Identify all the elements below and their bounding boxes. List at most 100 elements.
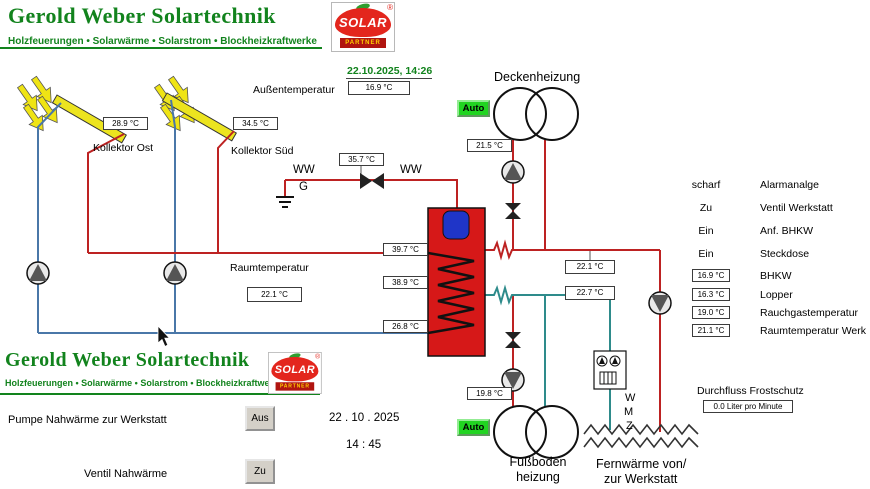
status-label-steckdose: Steckdose [760,248,810,260]
valve-fussboden [505,332,521,348]
ventil-nahwaerme-button[interactable]: Zu [245,459,275,484]
kollektor-sued-value: 34.5 °C [233,117,278,130]
pump-kollektor-ost [26,261,50,285]
header-top: Gerold Weber Solartechnik Holzfeuerungen… [8,3,317,47]
header-bottom: Gerold Weber Solartechnik Holzfeuerungen… [5,349,283,388]
buffer-tank [427,207,486,357]
datetime-top: 22.10.2025, 14:26 [347,65,433,77]
header-divider [0,47,322,49]
ventil-nahwaerme-label: Ventil Nahwärme [84,468,168,480]
raumtemperatur-value: 22.1 °C [247,287,302,302]
fernwaerme-label-1: Fernwärme von/ [596,457,687,471]
pipe-ww [285,179,458,209]
pump-kollektor-sued [163,261,187,285]
speicher-unten-value: 26.8 °C [383,320,428,333]
solar-partner-logo: SOLAR PARTNER ® [331,2,395,52]
deckenheizung-vorlauf-value: 21.5 °C [467,139,512,152]
kollektor-ost-label: Kollektor Ost [93,142,154,154]
datetime-underline [346,78,432,79]
measure-lopper-value: 16.3 °C [692,288,730,301]
header-divider-bottom [0,393,320,395]
status-label-alarm: Alarmanalge [760,179,819,191]
wmz-letter-z: Z [626,420,633,432]
status-state-ventil: Zu [699,202,713,214]
g-label: G [299,181,308,193]
fussboden-label-2: heizung [516,470,560,484]
kreis-rechts-unten-value: 22.7 °C [565,286,615,300]
logo-partner-text: PARTNER [345,40,381,46]
fussbodenheizung-symbol [493,405,579,459]
aussentemperatur-value: 16.9 °C [348,81,410,95]
durchfluss-value: 0.0 Liter pro Minute [703,400,793,413]
pipe-bus-warm [485,284,610,306]
raumtemperatur-label: Raumtemperatur [230,262,309,274]
collector-ost-panel [51,94,127,144]
pipe-bus-hot [485,239,660,261]
measure-raumwerk-label: Raumtemperatur Werk [760,325,867,337]
logo-text: SOLAR [274,362,316,376]
measure-bhkw-label: BHKW [760,270,792,282]
measure-lopper-label: Lopper [760,289,793,301]
fussboden-vorlauf-value: 19.8 °C [467,387,512,400]
status-state-anf-bhkw: Ein [698,225,714,237]
ww-label-left: WW [293,164,315,176]
pumpe-nahwaerme-button[interactable]: Aus [245,406,275,431]
logo-partner-text: PARTNER [279,383,310,389]
kreis-rechts-oben-value: 22.1 °C [565,260,615,274]
logo-badge: SOLAR [271,357,319,382]
brand-title: Gerold Weber Solartechnik [8,3,276,28]
kollektor-sued-label: Kollektor Süd [231,145,294,157]
kollektor-ost-value: 28.9 °C [103,117,148,130]
speicher-oben-value: 39.7 °C [383,243,428,256]
date-bottom: 22 . 10 . 2025 [329,412,400,424]
pipe-sued-hot [217,130,235,253]
measure-rauchgas-label: Rauchgastemperatur [760,307,859,319]
pipe-sued-cold [170,99,176,333]
wmz-letter-m: M [624,406,634,418]
ww-vorlauf-value: 35.7 °C [339,153,384,166]
pipe-ost-hot [87,133,125,253]
status-state-alarm: scharf [691,179,721,191]
logo-badge: SOLAR [335,8,391,37]
pump-werkstatt [648,291,672,315]
pump-fussboden [501,368,525,392]
brand-subtitle-bottom: Holzfeuerungen • Solarwärme • Solarstrom… [5,378,284,388]
status-label-anf-bhkw: Anf. BHKW [760,225,814,237]
wmz-letter-w: W [625,392,636,404]
auto-button-fussboden[interactable]: Auto [457,419,490,436]
pumpe-nahwaerme-label: Pumpe Nahwärme zur Werkstatt [8,414,167,426]
durchfluss-label: Durchfluss Frostschutz [697,385,804,397]
ww-label-right: WW [400,164,422,176]
logo-text: SOLAR [339,15,387,30]
deckenheizung-symbol [493,87,579,141]
mouse-cursor [157,324,171,348]
registered-mark: ® [387,3,393,12]
valve-ww [360,173,384,189]
collector-sued-panel [161,92,237,142]
fernwaerme-lines [583,423,699,449]
tank-top-inlet [442,210,470,240]
wmz-meter [593,350,627,390]
speicher-mitte-value: 38.9 °C [383,276,428,289]
brand-title-bottom: Gerold Weber Solartechnik [5,349,250,371]
status-state-steckdose: Ein [698,248,714,260]
tank-coil [427,251,475,335]
deckenheizung-label: Deckenheizung [494,70,581,84]
pump-deckenheizung [501,160,525,184]
ground-symbol [276,196,294,208]
fernwaerme-label-2: zur Werkstatt [604,472,678,486]
solar-partner-logo-bottom: SOLAR PARTNER ® [268,352,322,394]
valve-deckenheizung [505,203,521,219]
pipe-ost-cold [37,102,62,333]
time-bottom: 14 : 45 [346,439,382,451]
measure-rauchgas-value: 19.0 °C [692,306,730,319]
brand-subtitle: Holzfeuerungen • Solarwärme • Solarstrom… [8,36,317,47]
status-label-ventil: Ventil Werkstatt [760,202,833,214]
auto-button-deckenheizung[interactable]: Auto [457,100,490,117]
registered-mark: ® [315,352,321,361]
measure-bhkw-value: 16.9 °C [692,269,730,282]
fussboden-label-1: Fußboden [509,455,567,469]
aussentemperatur-label: Außentemperatur [253,84,335,96]
measure-raumwerk-value: 21.1 °C [692,324,730,337]
